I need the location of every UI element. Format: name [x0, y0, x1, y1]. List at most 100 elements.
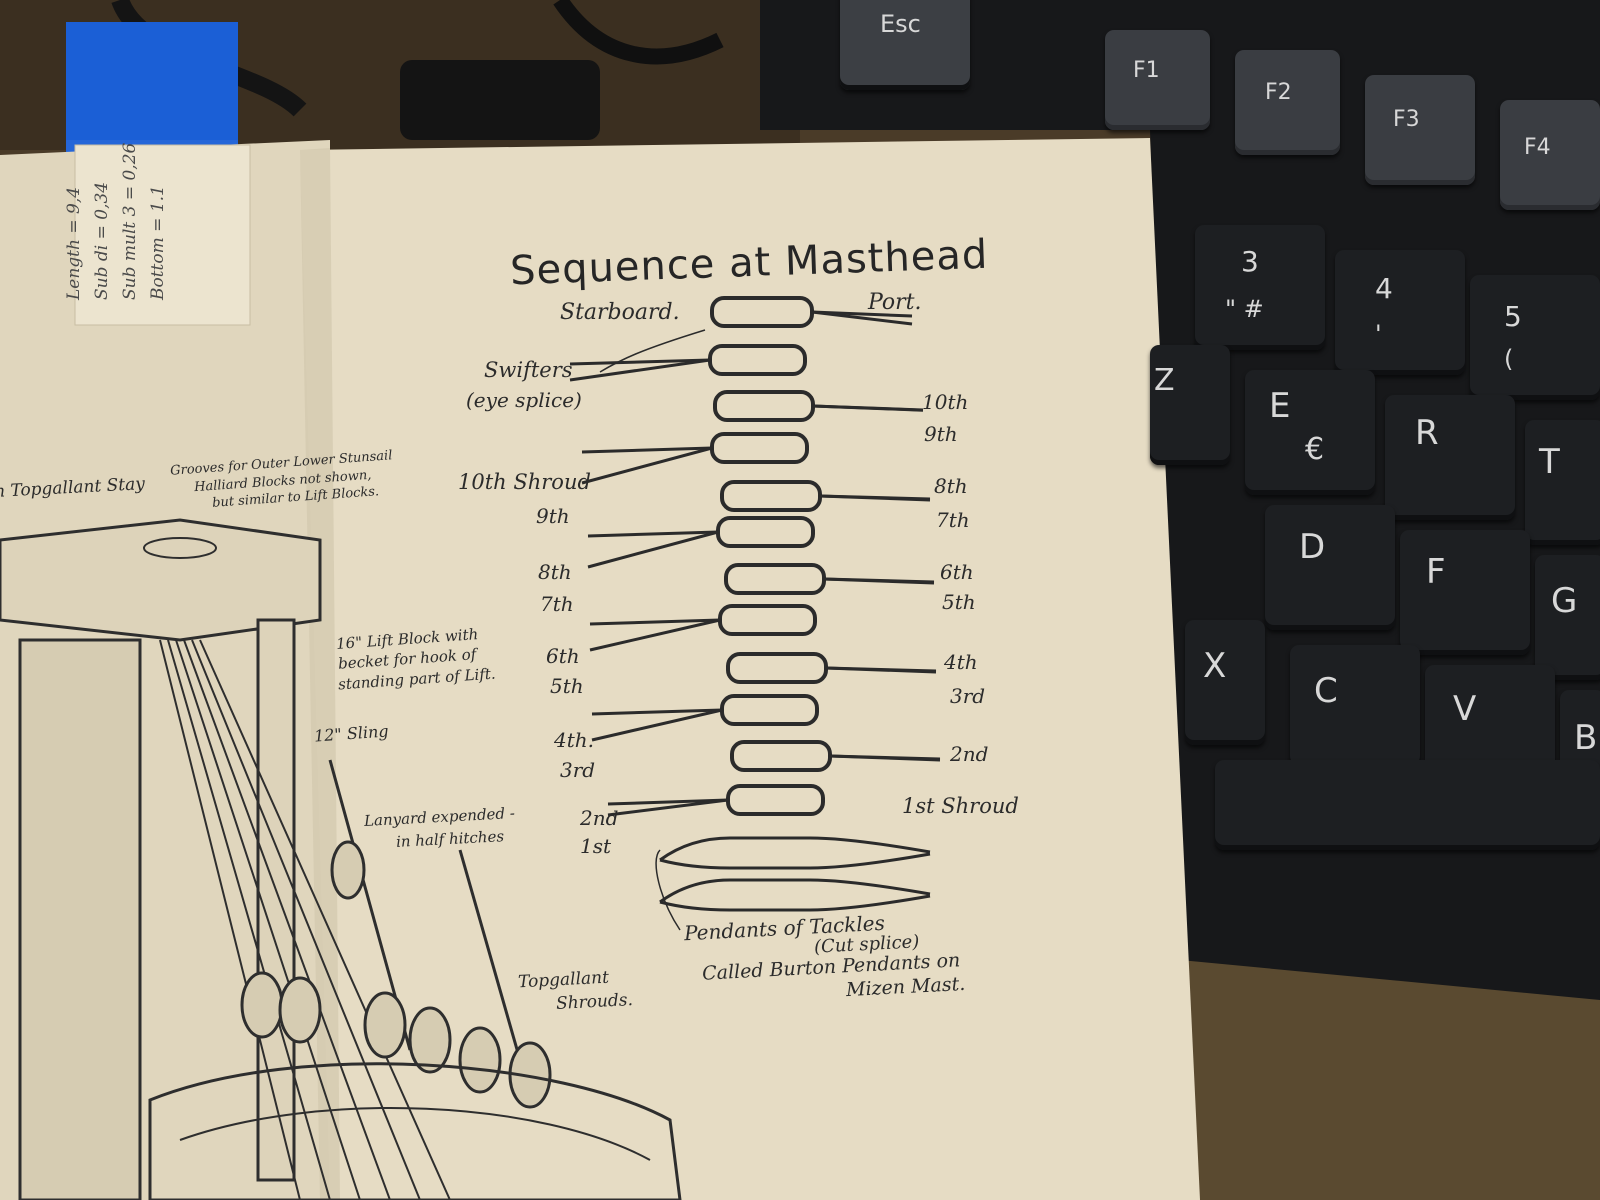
- pendant-loop: [659, 894, 931, 912]
- mast-body: [18, 638, 142, 1200]
- shroud-tail: [589, 618, 721, 626]
- key-4-main: 4: [1375, 272, 1393, 305]
- f1-key-label: F1: [1133, 58, 1160, 83]
- key-3-main: 3: [1241, 245, 1259, 278]
- key-4[interactable]: 4': [1335, 250, 1465, 375]
- starboard-shroud-label: 3rd: [560, 758, 596, 782]
- pendant-loop: [659, 836, 931, 862]
- taped-note: [74, 144, 251, 326]
- key-t-label: T: [1539, 442, 1560, 482]
- f3-key-label: F3: [1393, 107, 1420, 132]
- starboard-shroud-label: 5th: [550, 674, 584, 698]
- eye-splice-label: (eye splice): [466, 388, 582, 412]
- shroud-tail: [587, 530, 719, 569]
- shroud-tail: [819, 494, 931, 501]
- f1-key[interactable]: F1: [1105, 30, 1210, 130]
- key-e-euro: €: [1305, 432, 1325, 467]
- key-c-label: C: [1314, 671, 1338, 711]
- port-label: Port.: [868, 290, 922, 315]
- starboard-shroud-label: 9th: [536, 504, 570, 528]
- rigging-line: [183, 639, 391, 1200]
- swifters-label: Swifters: [484, 358, 573, 382]
- note-line: Bottom = 1.1: [148, 185, 168, 300]
- starboard-shroud-label: 2nd: [580, 806, 619, 830]
- shroud-tail: [569, 358, 711, 366]
- key-r[interactable]: R: [1385, 395, 1515, 520]
- key-g[interactable]: G: [1535, 555, 1600, 680]
- shroud-tail: [589, 618, 721, 652]
- pendant-loop: [659, 878, 931, 904]
- f2-key[interactable]: F2: [1235, 50, 1340, 155]
- rigging-line: [167, 639, 331, 1200]
- mast-rigging-drawing: [0, 518, 682, 1200]
- port-shroud-label: 5th: [942, 590, 976, 614]
- note-line: Length = 9,4: [64, 186, 84, 300]
- pendant-loop: [659, 852, 931, 870]
- key-x[interactable]: X: [1185, 620, 1265, 745]
- handwritten-note: Length = 9,4 Sub di = 0,34 Sub mult 3 = …: [60, 130, 172, 300]
- masthead-page: [300, 138, 1200, 1200]
- key-z[interactable]: Z: [1150, 345, 1230, 465]
- deadeye: [458, 1026, 502, 1094]
- key-5[interactable]: 5(: [1470, 275, 1600, 400]
- f2-key-label: F2: [1265, 80, 1292, 105]
- port-shroud-label: 7th: [936, 508, 970, 532]
- starboard-shroud-label: 6th: [546, 644, 580, 668]
- port-shroud-label: 8th: [934, 474, 968, 498]
- shroud-tail: [829, 754, 941, 761]
- rigging-line: [191, 639, 421, 1200]
- swifters-pointer: [599, 329, 706, 373]
- key-e-label: E: [1269, 386, 1291, 426]
- pendants-pointer: [655, 849, 681, 931]
- key-5-main: 5: [1504, 300, 1522, 333]
- shroud-tail: [811, 310, 913, 326]
- starboard-shroud-label: 10th Shroud: [458, 470, 591, 494]
- space-area[interactable]: [1215, 760, 1600, 850]
- key-e[interactable]: E€: [1245, 370, 1375, 495]
- key-c[interactable]: C: [1290, 645, 1420, 770]
- top-platform: [148, 1062, 682, 1200]
- key-x-label: X: [1203, 646, 1227, 686]
- key-f[interactable]: F: [1400, 530, 1530, 655]
- deadeye: [408, 1006, 452, 1074]
- rigging-line: [199, 639, 451, 1200]
- key-4-sub: ': [1375, 320, 1382, 348]
- lift-block: [330, 840, 366, 900]
- esc-key[interactable]: Esc: [840, 0, 970, 90]
- key-d[interactable]: D: [1265, 505, 1395, 630]
- shroud-tail: [591, 708, 723, 742]
- rigging-line: [159, 639, 301, 1200]
- blue-tape: [66, 22, 238, 162]
- f4-key[interactable]: F4: [1500, 100, 1600, 210]
- starboard-shroud-label: 1st: [580, 834, 612, 858]
- deadeye: [278, 976, 322, 1044]
- topgallant-shrouds-label-line2: Shrouds.: [555, 990, 634, 1014]
- esc-key-label: Esc: [880, 10, 921, 38]
- shroud-tail: [569, 358, 711, 382]
- key-g-label: G: [1551, 581, 1578, 621]
- port-shroud-label: 4th: [944, 650, 978, 674]
- starboard-shroud-label: 8th: [538, 560, 572, 584]
- shroud-tail: [823, 577, 935, 584]
- key-3-sub: " #: [1225, 295, 1264, 323]
- key-3[interactable]: 3 " #: [1195, 225, 1325, 350]
- shroud-tail: [587, 530, 719, 538]
- note-line: Sub di = 0,34: [92, 181, 112, 300]
- shroud-tail: [591, 708, 723, 716]
- key-r-label: R: [1415, 413, 1439, 453]
- key-f-label: F: [1426, 552, 1446, 592]
- port-shroud-label: 3rd: [950, 684, 986, 708]
- shroud-tail: [581, 446, 713, 485]
- port-shroud-label: 10th: [922, 390, 969, 414]
- port-shroud-label: 2nd: [950, 742, 989, 766]
- key-d-label: D: [1299, 527, 1326, 567]
- key-t[interactable]: T: [1525, 420, 1600, 545]
- f3-key[interactable]: F3: [1365, 75, 1475, 185]
- platform-rail: [179, 1106, 651, 1161]
- cable: [553, 0, 724, 65]
- deadeye: [240, 971, 284, 1039]
- port-shroud-label: 1st Shroud: [902, 794, 1019, 818]
- cap-hole: [143, 537, 217, 559]
- key-z-label: Z: [1154, 363, 1175, 398]
- mast-cap: [0, 518, 322, 642]
